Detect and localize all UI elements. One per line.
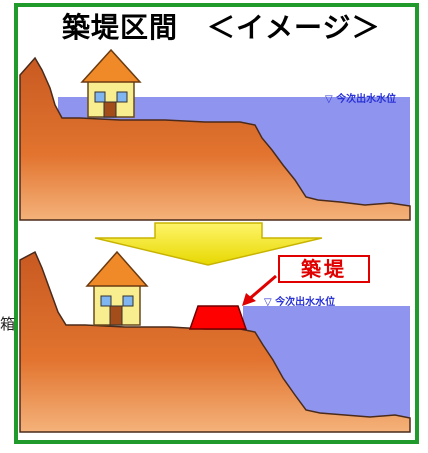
upper-scene: ▽ 今次出水水位	[19, 48, 411, 221]
levee-pointer-arrow	[242, 274, 277, 306]
lower-house	[85, 250, 149, 326]
upper-water-level-label: ▽ 今次出水水位	[325, 92, 396, 105]
lower-ground	[19, 250, 411, 433]
lower-water-level-label: ▽ 今次出水水位	[264, 295, 335, 308]
levee-label-box: 築堤	[278, 255, 370, 283]
upper-house	[80, 48, 142, 118]
upper-ground	[19, 56, 411, 221]
diagram-title: 築堤区間 ＜イメージ＞	[62, 11, 381, 44]
down-arrow	[94, 222, 323, 266]
side-cropped-character: 箱	[0, 315, 16, 333]
lower-scene: ▽ 今次出水水位	[19, 250, 411, 433]
levee	[188, 305, 248, 330]
